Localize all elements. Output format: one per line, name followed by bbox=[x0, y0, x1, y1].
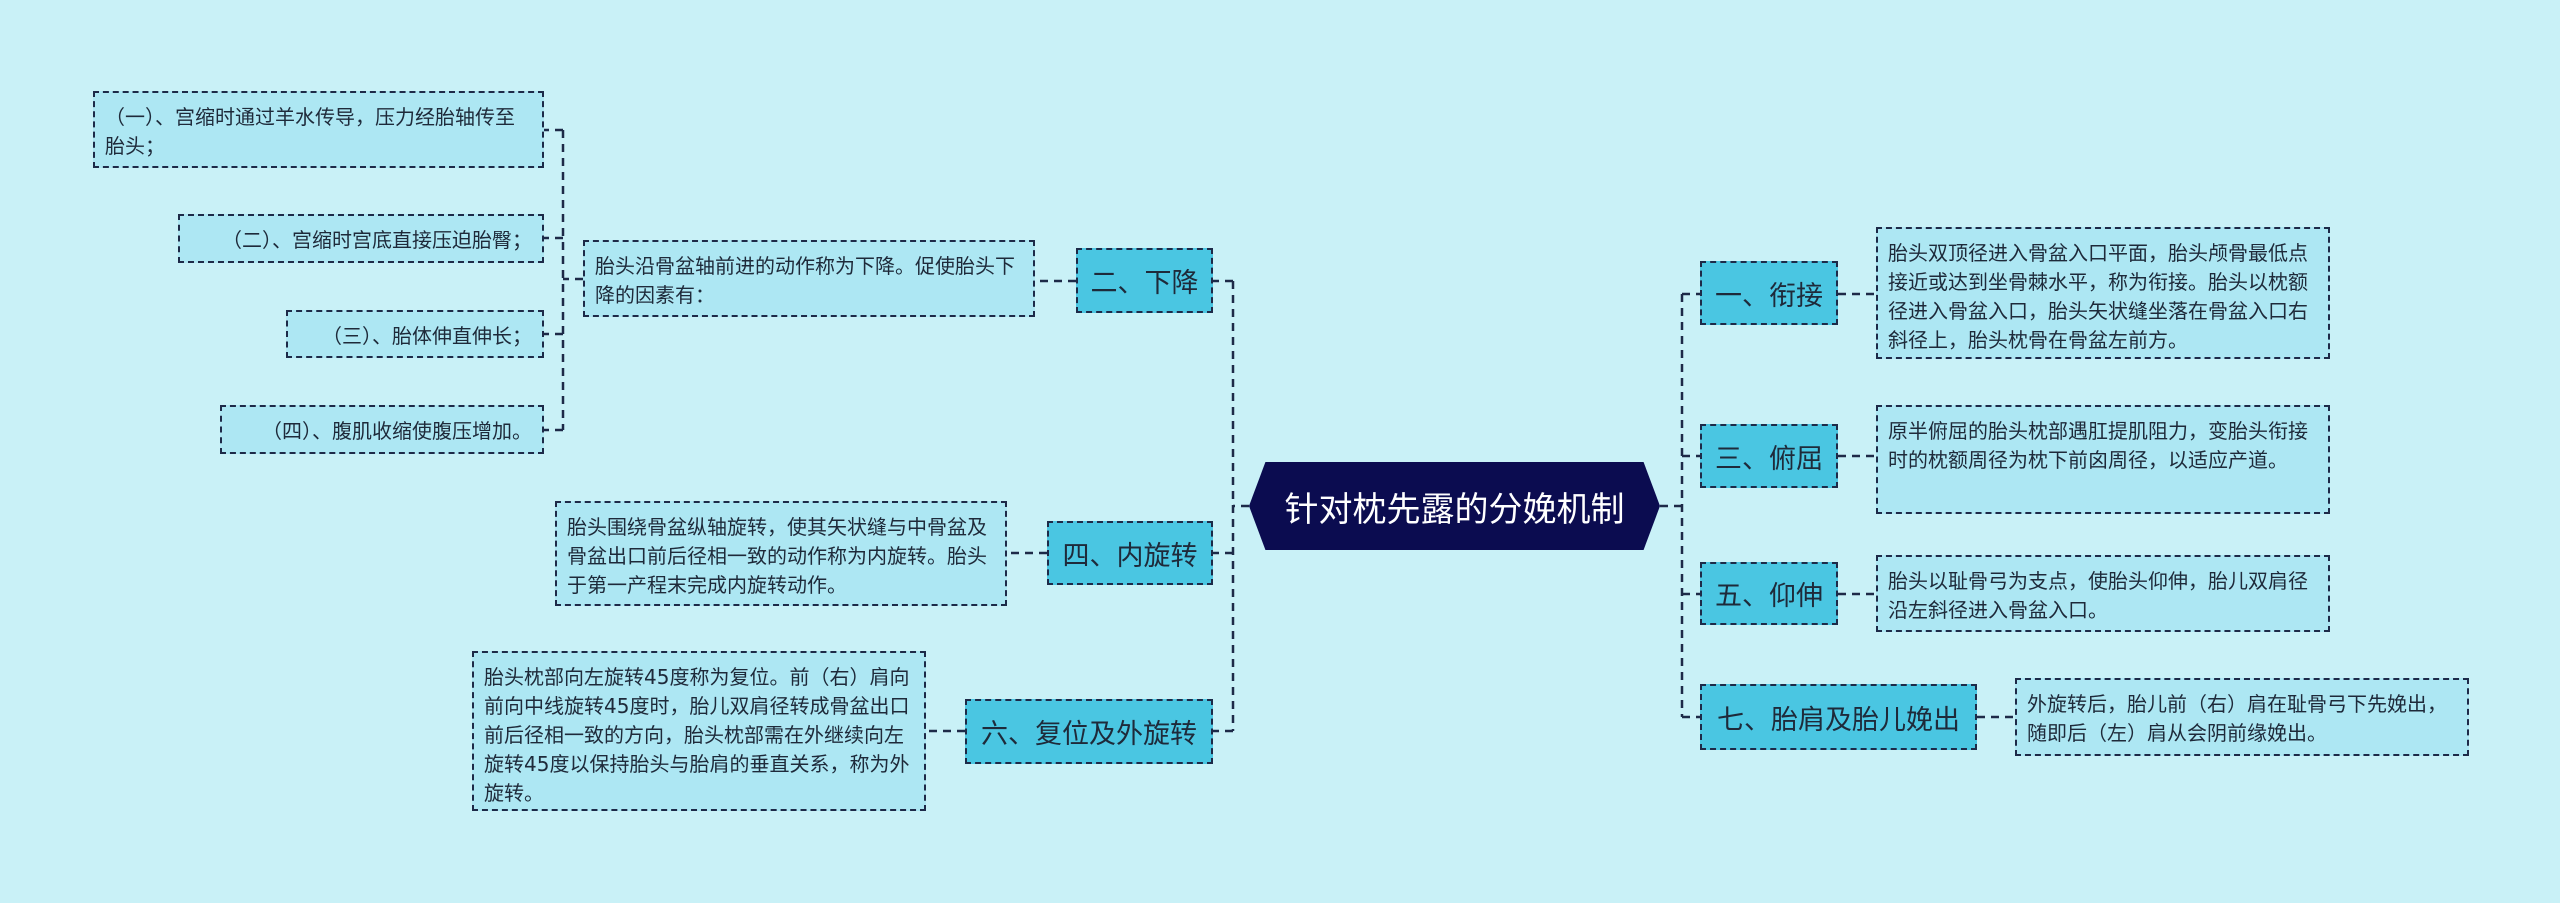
restitution-description: 胎头枕部向左旋转45度称为复位。前（右）肩向前向中线旋转45度时，胎儿双肩径转成… bbox=[472, 651, 926, 811]
branch-shoulder-delivery[interactable]: 七、胎肩及胎儿娩出 bbox=[1700, 684, 1977, 750]
branch-flexion[interactable]: 三、俯屈 bbox=[1700, 424, 1838, 488]
internal-rotation-description: 胎头围绕骨盆纵轴旋转，使其矢状缝与中骨盆及骨盆出口前后径相一致的动作称为内旋转。… bbox=[555, 501, 1007, 606]
branch-engagement[interactable]: 一、衔接 bbox=[1700, 261, 1838, 325]
descent-description: 胎头沿骨盆轴前进的动作称为下降。促使胎头下降的因素有： bbox=[583, 240, 1035, 317]
descent-factor-4: （四）、腹肌收缩使腹压增加。 bbox=[220, 405, 544, 454]
branch-restitution-external-rotation[interactable]: 六、复位及外旋转 bbox=[965, 699, 1213, 764]
branch-extension[interactable]: 五、仰伸 bbox=[1700, 562, 1838, 625]
branch-internal-rotation[interactable]: 四、内旋转 bbox=[1047, 521, 1213, 585]
descent-factor-2: （二）、宫缩时宫底直接压迫胎臀； bbox=[178, 214, 544, 263]
engagement-description: 胎头双顶径进入骨盆入口平面，胎头颅骨最低点接近或达到坐骨棘水平，称为衔接。胎头以… bbox=[1876, 227, 2330, 359]
descent-factor-3: （三）、胎体伸直伸长； bbox=[286, 310, 544, 358]
root-topic[interactable]: 针对枕先露的分娩机制 bbox=[1249, 462, 1660, 550]
extension-description: 胎头以耻骨弓为支点，使胎头仰伸，胎儿双肩径沿左斜径进入骨盆入口。 bbox=[1876, 555, 2330, 632]
flexion-description: 原半俯屈的胎头枕部遇肛提肌阻力，变胎头衔接时的枕额周径为枕下前囟周径，以适应产道… bbox=[1876, 405, 2330, 514]
descent-factor-1: （一）、宫缩时通过羊水传导，压力经胎轴传至胎头； bbox=[93, 91, 544, 168]
branch-descent[interactable]: 二、下降 bbox=[1076, 248, 1213, 313]
shoulder-delivery-description: 外旋转后，胎儿前（右）肩在耻骨弓下先娩出，随即后（左）肩从会阴前缘娩出。 bbox=[2015, 678, 2469, 756]
